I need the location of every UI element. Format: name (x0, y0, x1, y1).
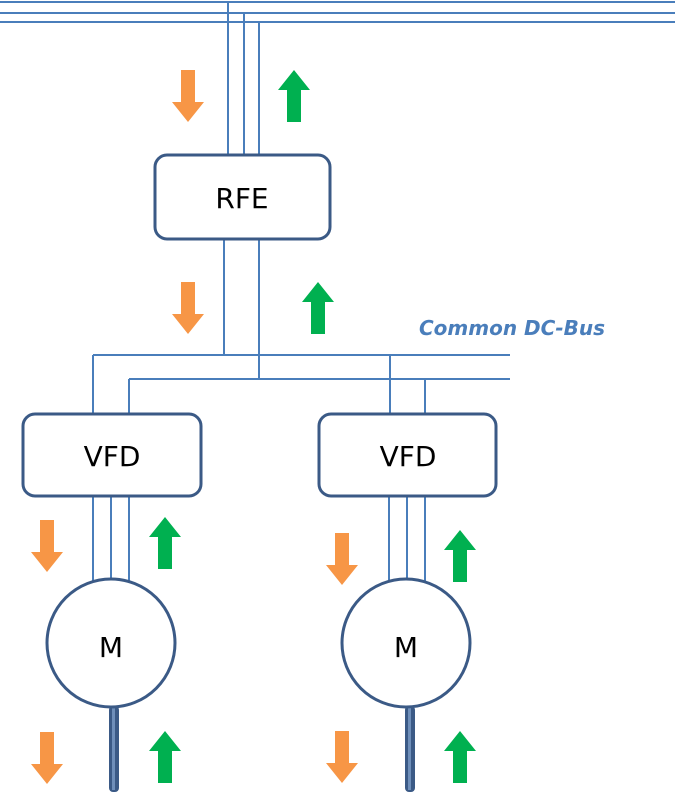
vfd-label-2: VFD (380, 440, 437, 473)
arrow-up-vfd1-motor1-icon (149, 517, 181, 569)
motor-label-2: M (394, 631, 418, 664)
dc-bus-label: Common DC-Bus (419, 316, 605, 340)
arrow-up-vfd2-motor2-icon (444, 530, 476, 582)
motor-shaft-2 (405, 706, 415, 792)
arrow-down-rfe-bus-icon (172, 282, 204, 334)
dc-bus-lines (93, 354, 510, 380)
arrow-down-shaft2-icon (326, 731, 358, 783)
vfd-box-2: VFD (317, 412, 498, 498)
rfe-label: RFE (215, 182, 268, 215)
rfe-dc-wires (223, 239, 260, 379)
arrow-down-grid-rfe-icon (172, 70, 204, 122)
arrow-up-grid-rfe-icon (278, 70, 310, 122)
rfe-input-wires (227, 2, 260, 155)
motor-2: M (340, 577, 472, 709)
power-flow-arrows (31, 70, 476, 784)
arrow-down-vfd2-motor2-icon (326, 533, 358, 585)
vfd-dc-drops (92, 355, 426, 414)
arrow-down-vfd1-motor1-icon (31, 520, 63, 572)
ac-grid-lines (0, 1, 675, 23)
arrow-up-rfe-bus-icon (302, 282, 334, 334)
rfe-box: RFE (153, 153, 332, 241)
arrow-down-shaft1-icon (31, 732, 63, 784)
vfd-label-1: VFD (84, 440, 141, 473)
arrow-up-shaft2-icon (444, 731, 476, 783)
motor-wires-1 (92, 496, 130, 585)
motor-1: M (45, 577, 177, 709)
motor-shaft-1 (109, 706, 119, 792)
motor-wires-2 (388, 496, 426, 585)
motor-label-1: M (99, 631, 123, 664)
arrow-up-shaft1-icon (149, 731, 181, 783)
vfd-box-1: VFD (21, 412, 203, 498)
